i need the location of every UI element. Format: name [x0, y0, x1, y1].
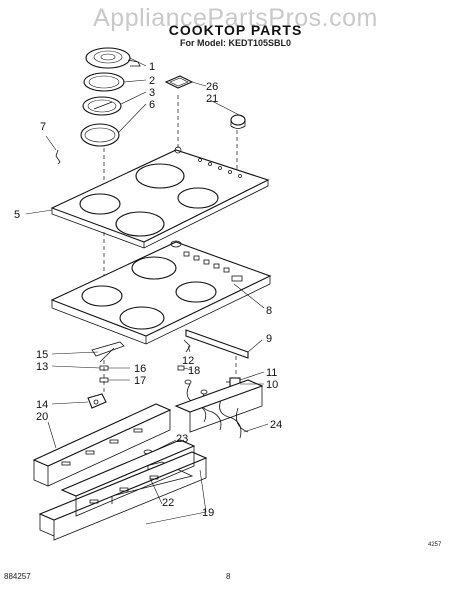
main-top-panel	[50, 240, 272, 345]
callout-label: 22	[162, 497, 174, 509]
callout-labels: 1 2 3 6 26 21 7 5 8 9 12 18 15 13 16 17 …	[14, 61, 282, 519]
callout-label: 23	[176, 433, 188, 445]
callout-label: 21	[206, 93, 218, 105]
page-number: 8	[226, 572, 231, 581]
side-rail-right	[174, 379, 264, 433]
callout-label: 7	[40, 121, 46, 133]
callout-label: 6	[149, 99, 155, 111]
callout-label: 17	[134, 375, 146, 387]
page-title: COOKTOP PARTS	[168, 22, 303, 38]
vent-bracket	[164, 75, 194, 89]
callout-label: 3	[149, 87, 155, 99]
callout-label: 14	[36, 399, 48, 411]
callout-label: 16	[134, 363, 146, 375]
switch-bracket	[91, 341, 125, 357]
callout-label: 18	[188, 365, 200, 377]
retaining-clip	[55, 149, 61, 165]
callout-label: 13	[36, 361, 48, 373]
callout-label: 19	[202, 507, 214, 519]
control-knob	[230, 114, 246, 129]
glass-cooktop	[50, 146, 270, 249]
burner-element	[85, 47, 141, 69]
callout-label: 20	[36, 411, 48, 423]
callout-label: 2	[149, 75, 155, 87]
callout-label: 8	[266, 305, 272, 317]
burner-rings	[80, 72, 125, 147]
callout-label: 12	[182, 355, 194, 367]
figure-code: 4257	[428, 542, 442, 548]
clip-part	[183, 339, 191, 353]
callout-label: 24	[270, 419, 282, 431]
infinite-switch	[87, 393, 107, 409]
callout-label: 26	[206, 81, 218, 93]
callout-label: 1	[149, 61, 155, 73]
callout-label: 10	[266, 379, 278, 391]
model-line: For Model: KEDT105SBL0	[179, 38, 291, 48]
side-rail-left	[32, 403, 172, 487]
callout-label: 15	[36, 349, 48, 361]
callout-label: 5	[14, 209, 20, 221]
front-rail	[38, 439, 208, 541]
control-bracket	[185, 329, 249, 359]
watermark: AppliancePartsPros.com	[93, 4, 378, 32]
callout-label: 11	[266, 367, 277, 379]
wire-harness	[184, 379, 249, 439]
document-code: 884257	[4, 572, 31, 581]
leader-lines	[25, 57, 269, 525]
callout-label: 9	[266, 333, 272, 345]
